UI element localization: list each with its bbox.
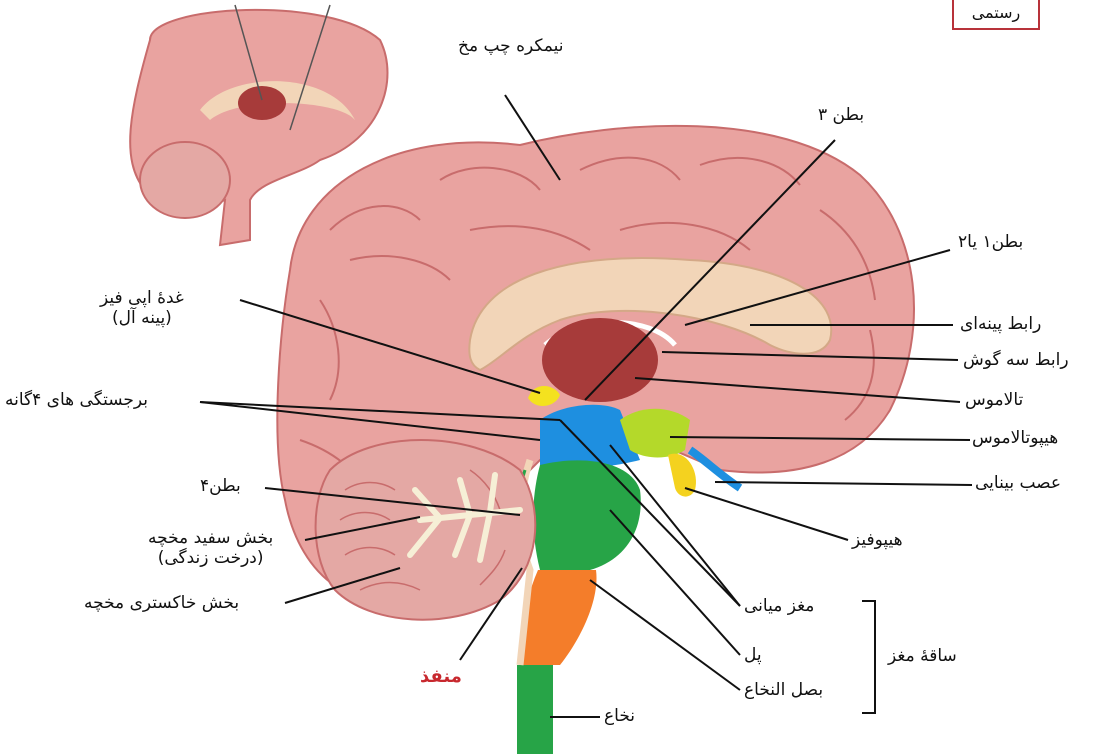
cerebellum xyxy=(316,440,536,620)
hypothalamus xyxy=(620,409,690,458)
label-hypothalamus: هیپوتالاموس xyxy=(972,428,1058,448)
pons xyxy=(533,460,641,570)
label-spinal-cord: نخاع xyxy=(604,706,635,726)
label-left-hemisphere: نیمکره چپ مخ xyxy=(458,36,563,56)
author-box: رستمی xyxy=(952,0,1040,30)
label-arbor-vitae: بخش سفید مخچه (درخت زندگی) xyxy=(148,528,273,569)
spinal-cord xyxy=(517,665,553,754)
label-fornix: رابط سه گوش xyxy=(963,350,1069,370)
label-thalamus: تالاموس xyxy=(965,390,1023,410)
label-midbrain: مغز میانی xyxy=(744,596,814,616)
label-aperture: منفذ xyxy=(420,666,462,688)
label-optic-nerve: عصب بینایی xyxy=(975,473,1061,493)
label-pituitary: هیپوفیز xyxy=(852,530,903,550)
label-arbor-line2: (درخت زندگی) xyxy=(148,548,273,568)
label-ventricles-1-2: بطن۱ یا۲ xyxy=(958,232,1023,252)
label-pineal-line2: (پینه آل) xyxy=(100,308,184,328)
label-cerebellar-gray: بخش خاکستری مخچه xyxy=(84,593,239,613)
label-colliculi: برجستگی های ۴گانه xyxy=(5,390,148,410)
label-medulla: بصل النخاع xyxy=(744,680,823,700)
label-pineal-line1: غدهٔ اپی فیز xyxy=(100,288,184,308)
label-brainstem: ساقهٔ مغز xyxy=(888,646,957,666)
brainstem-bracket xyxy=(862,600,876,714)
thalamus xyxy=(542,318,658,402)
label-ventricle-4: بطن۴ xyxy=(200,476,241,496)
label-ventricle-3: بطن ۳ xyxy=(818,105,864,125)
label-pons: پل xyxy=(744,645,762,665)
label-pineal: غدهٔ اپی فیز (پینه آل) xyxy=(100,288,184,329)
label-corpus-callosum: رابط پینه‌ای xyxy=(960,314,1041,334)
label-arbor-line1: بخش سفید مخچه xyxy=(148,528,273,548)
